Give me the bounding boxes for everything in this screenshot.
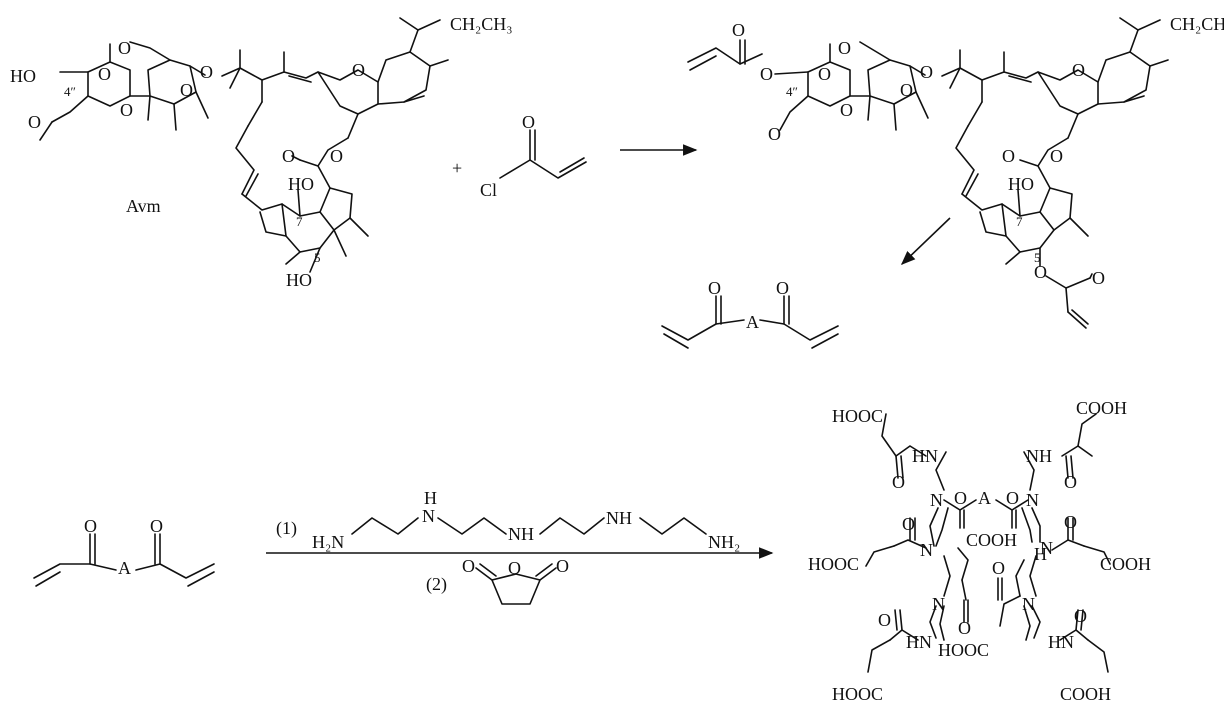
anhydride-o-left: O [462, 556, 475, 576]
amine-nh2: NH [508, 524, 534, 544]
acryloyl-chloride: O Cl [480, 112, 587, 200]
label-o-macro-r: O [1050, 146, 1063, 166]
label-ho-4pp: HO [10, 66, 36, 86]
bot-o-left: O [84, 516, 97, 536]
label-ho-7-r: HO [1008, 174, 1034, 194]
label-c7-r: 7 [1016, 214, 1023, 229]
label-o-ester: O [282, 146, 295, 166]
dend-hooc-ml: HOOC [808, 554, 859, 574]
acryl-cl: Cl [480, 180, 497, 200]
dend-h-center: H [1034, 544, 1047, 564]
dend-cooh-tr: COOH [1076, 398, 1127, 418]
label-o-ester-r: O [1002, 146, 1015, 166]
label-o-4pp: O [760, 64, 773, 84]
amine-nh3: NH [606, 508, 632, 528]
mid-a: A [746, 312, 759, 332]
mid-o-left: O [708, 278, 721, 298]
dend-n-bl: N [932, 594, 945, 614]
dend-n-core-r: N [1026, 490, 1039, 510]
label-ho-7: HO [288, 174, 314, 194]
acryl-o: O [522, 112, 535, 132]
mid-o-right: O [776, 278, 789, 298]
step1-label: (1) [276, 518, 297, 539]
amine-h2n: H₂N [312, 532, 344, 552]
label-o-ring1-r: O [818, 64, 831, 84]
bot-o-right: O [150, 516, 163, 536]
dendrimer-product-labels: HOOC COOH HN NH O O N O A O N O COOH H N… [808, 398, 1151, 704]
label-o-methoxy2: O [118, 38, 131, 58]
acrylated-avermectin-structure [687, 17, 1169, 329]
label-o-acryl-top: O [732, 20, 745, 40]
dend-n-br: N [1022, 594, 1035, 614]
plus-sign: + [452, 158, 462, 178]
dend-o-core-r: O [1006, 488, 1019, 508]
dendrimer-product-bonds [865, 413, 1111, 673]
dend-n-core-l: N [930, 490, 943, 510]
amine-h1: H [424, 488, 437, 508]
diacrylate-bottom: O O A [33, 516, 215, 587]
dend-n-ml: N [920, 540, 933, 560]
anhydride-o-right: O [556, 556, 569, 576]
dend-o-tl: O [892, 472, 905, 492]
dend-hooc-bl: HOOC [832, 684, 883, 704]
label-o-spiro-r: O [1072, 60, 1085, 80]
dend-o-tr: O [1064, 472, 1077, 492]
dend-nh-tr: NH [1026, 446, 1052, 466]
label-ethyl-r: CH₂CH₃ [1170, 14, 1224, 34]
dend-n-mr: N [1040, 538, 1053, 558]
label-o-acryl-5: O [1092, 268, 1105, 288]
label-o-methoxy2-r: O [768, 124, 781, 144]
dend-hooc-tl: HOOC [832, 406, 883, 426]
diacrylate-mid: O O A [661, 278, 839, 349]
dend-o-mr: O [1064, 512, 1077, 532]
label-o-link1: O [120, 100, 133, 120]
dend-o-cr: O [992, 558, 1005, 578]
label-o-spiro: O [352, 60, 365, 80]
dend-hooc-center: HOOC [938, 640, 989, 660]
amine-n1: N [422, 506, 435, 526]
dend-o-core-l: O [954, 488, 967, 508]
label-o-5-r: O [1034, 262, 1047, 282]
label-4pp-left: 4″ [64, 84, 76, 99]
dend-cooh-mr: COOH [1100, 554, 1151, 574]
label-4pp-right: 4″ [786, 84, 798, 99]
label-avm: Avm [126, 196, 161, 216]
anhydride-o-ring: O [508, 558, 521, 578]
dend-o-ml: O [902, 514, 915, 534]
dend-hn-bl: HN [906, 632, 932, 652]
avermectin-structure [39, 17, 449, 273]
reagent-polyamine: (1) H₂N N H NH NH NH₂ [276, 488, 740, 552]
avermectin-labels: HO O 4″ O O O O O O CH₂CH₃ O O HO 7 5 HO… [10, 14, 513, 290]
label-o-methoxy1: O [28, 112, 41, 132]
label-ethyl: CH₂CH₃ [450, 14, 513, 34]
dend-cooh-center: COOH [966, 530, 1017, 550]
dend-o-cl: O [958, 618, 971, 638]
reagent-succinic-anhydride: (2) O O O [426, 556, 569, 605]
dend-o-br: O [1074, 606, 1087, 626]
label-o-link1-r: O [840, 100, 853, 120]
dend-a-core: A [978, 488, 991, 508]
dend-o-bl: O [878, 610, 891, 630]
label-c5: 5 [314, 250, 321, 265]
label-o-ring2: O [180, 80, 193, 100]
label-ho-5: HO [286, 270, 312, 290]
label-c5-r: 5 [1034, 250, 1041, 265]
arrow-to-diacrylate [900, 217, 951, 265]
label-o-ring2-r: O [900, 80, 913, 100]
acrylated-avermectin-labels: O O 4″ O O O O O O O CH₂CH₃ O O HO 7 5 O… [732, 14, 1224, 288]
step2-label: (2) [426, 574, 447, 595]
label-o-macro: O [330, 146, 343, 166]
label-o-ring1: O [98, 64, 111, 84]
bot-a: A [118, 558, 131, 578]
label-o-methoxy-r: O [838, 38, 851, 58]
dend-hn-br: HN [1048, 632, 1074, 652]
label-o-link2-r: O [920, 62, 933, 82]
amine-nh2-end: NH₂ [708, 532, 740, 552]
label-o-link2: O [200, 62, 213, 82]
dend-cooh-br: COOH [1060, 684, 1111, 704]
dend-hn-tl: HN [912, 446, 938, 466]
label-c7: 7 [296, 214, 303, 229]
